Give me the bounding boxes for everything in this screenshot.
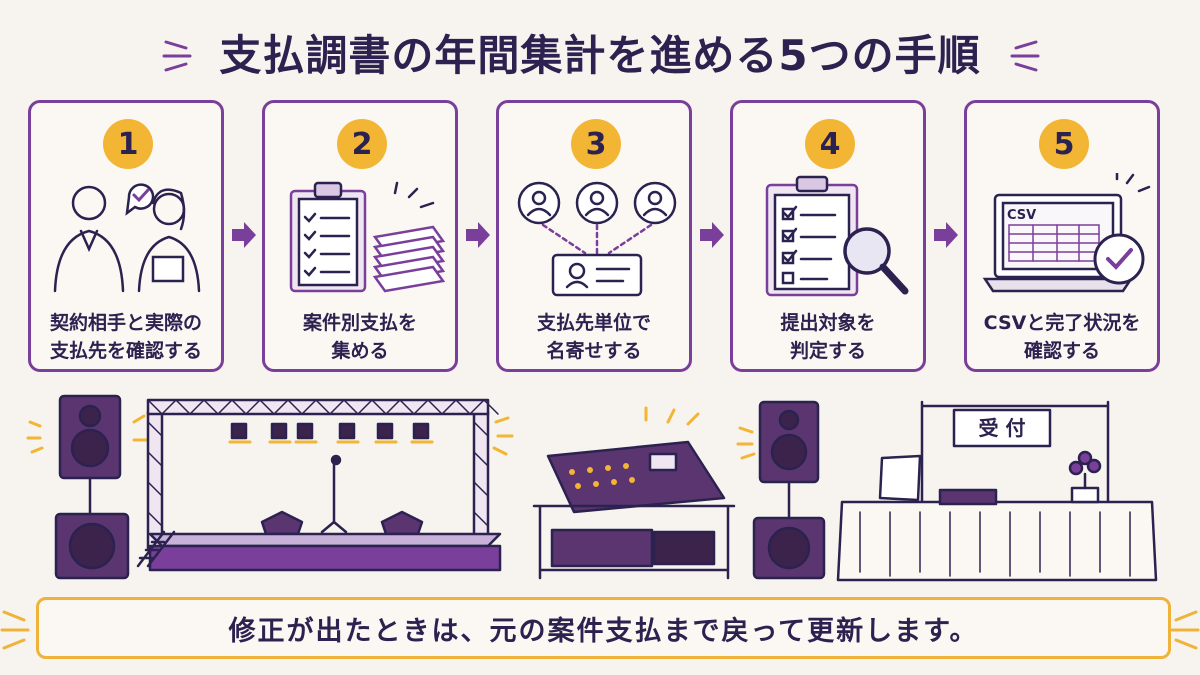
arrow-right-icon <box>934 222 958 248</box>
step-label-line1: CSVと完了状況を <box>983 312 1141 334</box>
step-label: 提出対象を 判定する <box>739 309 917 365</box>
step-label: 契約相手と実際の 支払先を確認する <box>37 309 215 365</box>
step-label-line2: 集める <box>331 340 389 362</box>
step-label-line2: 確認する <box>1023 340 1100 362</box>
stage-truss-icon <box>136 398 514 572</box>
title-area: 支払調書の年間集計を進める5つの手順 <box>0 14 1200 84</box>
step-card-1: 1 契約相手と実際の 支払先を確認する <box>28 100 224 372</box>
correction-note-text: 修正が出たときは、元の案件支払まで戻って更新します。 <box>228 615 979 647</box>
arrow-right-icon <box>700 222 724 248</box>
note-spark-left-icon <box>0 610 30 650</box>
person-merge-icon <box>517 181 677 297</box>
arrow-right-icon <box>466 222 490 248</box>
step-label-line2: 判定する <box>789 340 866 362</box>
step-label: 支払先単位で 名寄せする <box>505 309 683 365</box>
step-label-line1: 支払先単位で <box>536 312 651 334</box>
reception-desk-icon <box>836 400 1158 582</box>
speaker-right-icon <box>736 400 826 580</box>
title-spark-right-icon <box>1010 40 1040 72</box>
step-card-5: 5 CSV CSVと完了状況を 確認する <box>964 100 1160 372</box>
step-number-badge: 1 <box>103 119 153 169</box>
clipboard-checklist-icon <box>289 181 446 293</box>
step-card-3: 3 支払先単位で 名寄せする <box>496 100 692 372</box>
speaker-left-icon <box>26 394 150 580</box>
event-stage-illustration: 受 付 <box>26 394 1158 582</box>
step-card-2: 2 案件別支払を 集める <box>262 100 458 372</box>
step-label: 案件別支払を 集める <box>271 309 449 365</box>
step-number-badge: 4 <box>805 119 855 169</box>
page-title: 支払調書の年間集計を進める5つの手順 <box>219 31 981 80</box>
mixing-console-icon <box>532 406 736 580</box>
step-label-line2: 名寄せする <box>546 340 642 362</box>
steps-row: 1 契約相手と実際の 支払先を確認する 2 <box>0 100 1200 376</box>
step-label-line1: 提出対象を <box>780 312 876 334</box>
reception-sign-label: 受 付 <box>979 416 1026 440</box>
correction-note-box: 修正が出たときは、元の案件支払まで戻って更新します。 <box>36 597 1171 659</box>
title-spark-left-icon <box>162 40 192 72</box>
clipboard-magnifier-icon <box>765 175 909 297</box>
csv-screen-label: CSV <box>1007 208 1036 223</box>
step-label: CSVと完了状況を 確認する <box>973 309 1151 365</box>
note-spark-right-icon <box>1170 610 1200 650</box>
step-label-line1: 案件別支払を <box>302 312 417 334</box>
step-number-badge: 3 <box>571 119 621 169</box>
step-card-4: 4 提出対象を 判定する <box>730 100 926 372</box>
laptop-csv-check-icon: CSV <box>982 173 1151 293</box>
people-talking-icon <box>53 183 201 293</box>
step-label-line1: 契約相手と実際の <box>49 312 202 334</box>
step-number-badge: 2 <box>337 119 387 169</box>
step-number-badge: 5 <box>1039 119 1089 169</box>
step-label-line2: 支払先を確認する <box>49 340 202 362</box>
arrow-right-icon <box>232 222 256 248</box>
